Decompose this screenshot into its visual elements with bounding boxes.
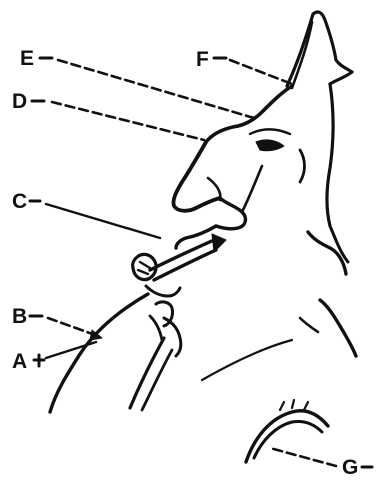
back-of-head [327, 84, 333, 226]
lower-curve-outer [246, 411, 328, 462]
label-g-text: G [342, 456, 358, 479]
label-f-leader [230, 60, 292, 84]
neck-and-shoulder [300, 226, 356, 356]
label-g-leader [270, 448, 336, 466]
ear-line [300, 150, 305, 182]
collar-line [300, 318, 318, 332]
lower-curve-hatch [280, 400, 308, 410]
arm-sleeve [50, 294, 292, 412]
lips-outline [216, 198, 245, 229]
wrist-crease [150, 316, 162, 340]
knuckles [146, 286, 180, 296]
label-a-plus [34, 355, 44, 366]
label-c-leader [46, 204, 160, 238]
label-a-text: A [12, 350, 27, 373]
body-contour [202, 340, 292, 380]
label-d-leader [52, 102, 204, 140]
cheek-line [242, 166, 262, 212]
neck-front [308, 232, 346, 274]
hair-strand [292, 22, 312, 88]
instrument-rod [150, 234, 226, 280]
label-c-text: C [12, 190, 27, 213]
label-b-text: B [12, 305, 27, 328]
label-d-text: D [12, 90, 27, 113]
nose-outline [173, 142, 220, 211]
rod-tip [212, 234, 226, 252]
eye-mark [256, 140, 284, 151]
label-c: C [12, 190, 160, 238]
label-a-leader [46, 342, 96, 358]
label-e-text: E [20, 47, 34, 70]
label-f: F [196, 48, 292, 84]
label-g: G [270, 448, 372, 479]
label-e-leader [58, 60, 254, 118]
finger-lines [138, 262, 150, 274]
shoulder-line [320, 300, 356, 356]
label-b: B [12, 305, 102, 340]
label-a: A [12, 342, 96, 373]
chin-outline [176, 226, 216, 248]
sleeve-fold [142, 350, 172, 410]
label-d: D [12, 90, 204, 140]
label-f-text: F [196, 48, 209, 71]
brow-line [250, 130, 290, 135]
label-b-leader [48, 318, 98, 336]
